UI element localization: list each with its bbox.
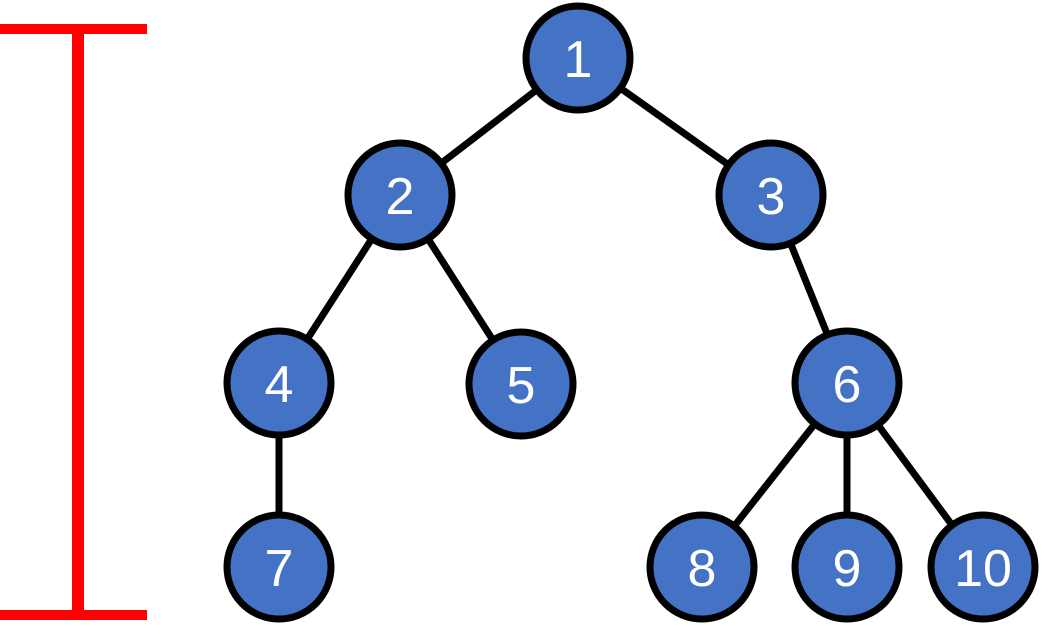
- height-bracket: [0, 24, 147, 620]
- tree-node-circle-8[interactable]: [646, 511, 758, 623]
- tree-node-circle-6[interactable]: [791, 327, 903, 439]
- tree-node-8[interactable]: 8: [646, 511, 758, 623]
- tree-node-7[interactable]: 7: [223, 511, 335, 623]
- tree-node-circle-4[interactable]: [223, 327, 335, 439]
- tree-node-circle-1[interactable]: [522, 2, 634, 114]
- tree-node-1[interactable]: 1: [522, 2, 634, 114]
- tree-node-circle-9[interactable]: [791, 511, 903, 623]
- tree-node-9[interactable]: 9: [791, 511, 903, 623]
- tree-node-circle-5[interactable]: [465, 328, 577, 440]
- tree-node-2[interactable]: 2: [344, 139, 456, 251]
- tree-node-6[interactable]: 6: [791, 327, 903, 439]
- bracket-bottom-cap-icon: [0, 610, 147, 620]
- tree-node-circle-7[interactable]: [223, 511, 335, 623]
- tree-node-circle-2[interactable]: [344, 139, 456, 251]
- tree-node-circle-3[interactable]: [715, 139, 827, 251]
- tree-node-10[interactable]: 10: [927, 511, 1039, 623]
- tree-edges-group: [275, 55, 986, 570]
- tree-node-4[interactable]: 4: [223, 327, 335, 439]
- bracket-stem-icon: [72, 24, 84, 620]
- tree-node-3[interactable]: 3: [715, 139, 827, 251]
- tree-node-5[interactable]: 5: [465, 328, 577, 440]
- tree-node-circle-10[interactable]: [927, 511, 1039, 623]
